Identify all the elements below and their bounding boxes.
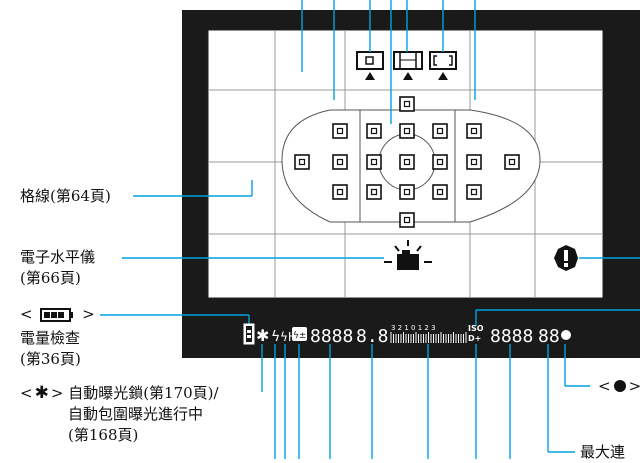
af-point-14 xyxy=(332,184,348,200)
svg-text:ϟ±: ϟ± xyxy=(293,331,306,341)
lcd-aperture: 8.8 xyxy=(356,326,389,347)
af-point-center-2 xyxy=(336,127,344,135)
leader-lines xyxy=(100,0,640,459)
af-point-center-4 xyxy=(403,127,411,135)
af-point-1 xyxy=(399,96,415,112)
battery-label-icon xyxy=(40,307,74,322)
dot-prefix: < xyxy=(598,377,611,395)
af-point-center-11 xyxy=(436,158,444,166)
af-point-center-19 xyxy=(403,216,411,224)
af-point-18 xyxy=(466,184,482,200)
level-page: (第66頁) xyxy=(20,269,81,287)
ae-line2: 自動包圍曝光進行中 xyxy=(68,405,204,423)
af-point-center-18 xyxy=(470,188,478,196)
dot-label-row: <> xyxy=(598,376,640,397)
battery-icon xyxy=(243,323,255,345)
lcd-scale-numbers: 3 2 1 0 1 2 3 xyxy=(391,324,436,332)
ae-line3: (第168頁) xyxy=(68,426,139,444)
af-point-2 xyxy=(332,123,348,139)
battery-suffix: > xyxy=(82,305,95,323)
af-point-center-1 xyxy=(403,100,411,108)
battery-page: (第36頁) xyxy=(20,350,81,368)
af-point-center-3 xyxy=(370,127,378,135)
focus-confirm-icon xyxy=(561,330,571,340)
battery-prefix: < xyxy=(20,305,33,323)
af-point-19 xyxy=(399,212,415,228)
af-point-center-13 xyxy=(508,158,516,166)
level-title: 電子水平儀 xyxy=(20,248,96,266)
af-point-9 xyxy=(366,154,382,170)
dot-suffix: > xyxy=(628,377,640,395)
ae-suffix: > xyxy=(50,384,64,402)
af-point-5 xyxy=(432,123,448,139)
grid-label: 格線(第64頁) xyxy=(20,187,111,205)
ae-label-row: <✱> 自動曝光鎖(第170頁)/ xyxy=(20,383,219,404)
af-point-center-10 xyxy=(403,158,411,166)
af-point-center-9 xyxy=(370,158,378,166)
af-point-center-12 xyxy=(470,158,478,166)
lcd-iso-label: ISO xyxy=(468,324,484,333)
flash-exposure-comp-icon: ϟ± xyxy=(292,327,307,341)
af-point-center-16 xyxy=(403,188,411,196)
af-point-15 xyxy=(366,184,382,200)
af-point-11 xyxy=(432,154,448,170)
af-point-4 xyxy=(399,123,415,139)
af-point-center-6 xyxy=(470,127,478,135)
flash-icon: ϟ xyxy=(271,329,280,345)
af-mode-icons xyxy=(356,51,457,80)
lcd-iso-value: 8888 xyxy=(490,326,533,347)
battery-title: 電量檢查 xyxy=(20,329,81,347)
warning-icon xyxy=(554,245,578,271)
af-zone-icon xyxy=(393,51,423,80)
max-burst-label: 最大連 xyxy=(580,443,626,461)
camera-level-icon xyxy=(384,240,432,270)
lcd-shutter: 8888 xyxy=(310,326,353,347)
dot-label-icon xyxy=(613,380,626,392)
battery-label-row: < > xyxy=(20,304,95,325)
exposure-scale xyxy=(390,332,467,343)
ae-prefix: < xyxy=(20,384,33,402)
af-point-8 xyxy=(332,154,348,170)
af-points xyxy=(294,96,520,228)
af-point-center-14 xyxy=(336,188,344,196)
lcd-burst: 88 xyxy=(538,326,560,347)
af-point-17 xyxy=(432,184,448,200)
af-point-13 xyxy=(504,154,520,170)
af-point-center-7 xyxy=(298,158,306,166)
lcd-d-plus-label: D+ xyxy=(468,334,481,343)
af-point-center-8 xyxy=(336,158,344,166)
af-wide-icon xyxy=(429,51,457,80)
af-point-7 xyxy=(294,154,310,170)
af-point-10 xyxy=(399,154,415,170)
af-point-12 xyxy=(466,154,482,170)
af-point-6 xyxy=(466,123,482,139)
af-point-center-15 xyxy=(370,188,378,196)
ae-label-icon: ✱ xyxy=(34,383,49,403)
af-point-center-5 xyxy=(436,127,444,135)
af-point-16 xyxy=(399,184,415,200)
af-point-center-17 xyxy=(436,188,444,196)
af-point-3 xyxy=(366,123,382,139)
ae-lock-icon: ✱ xyxy=(256,326,269,345)
ae-line1: 自動曝光鎖(第170頁)/ xyxy=(68,384,219,402)
